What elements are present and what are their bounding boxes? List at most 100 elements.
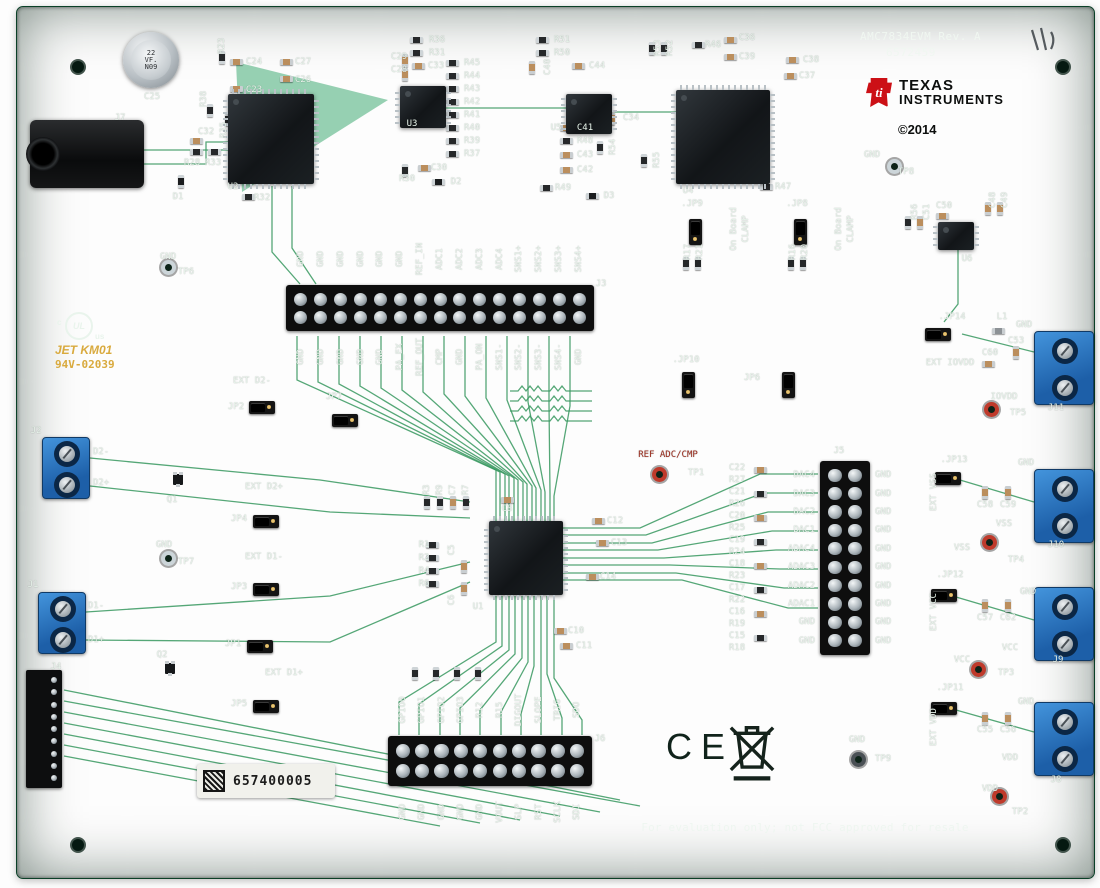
screw-slot xyxy=(1060,345,1070,356)
silkscreen-label: C21 xyxy=(728,487,746,497)
silkscreen-label: R55 xyxy=(652,151,662,169)
silkscreen-label: J6 xyxy=(594,734,606,744)
silkscreen-label: C29 xyxy=(390,52,408,62)
silkscreen-label: C15 xyxy=(728,631,746,641)
evaluation-notice: For evaluation only; not FCC approved fo… xyxy=(641,821,969,834)
silkscreen-label: GND xyxy=(875,507,892,517)
jumper-shunt xyxy=(927,329,941,339)
board-title-block: AMC7834EVM Rev. A 6572459 xyxy=(860,30,981,59)
capacitor-marking: VF. xyxy=(144,55,158,64)
silkscreen-label: EXT D2+ xyxy=(245,482,283,492)
transistor-pad xyxy=(165,661,169,664)
silkscreen-label: GND xyxy=(875,488,892,499)
jumper xyxy=(793,219,807,245)
silkscreen-label: EXT VDD xyxy=(929,708,939,746)
capacitor-smd xyxy=(1005,598,1011,612)
jumper-shunt xyxy=(249,641,263,651)
silkscreen-label: R27 xyxy=(728,475,746,485)
silkscreen-label: On Board xyxy=(729,207,739,251)
test-point xyxy=(971,662,986,677)
jumper-shunt xyxy=(795,221,805,235)
silkscreen-label: ADAC4 xyxy=(787,543,815,554)
silkscreen-label: C8 xyxy=(501,504,513,514)
jumper-pin xyxy=(350,418,354,422)
silkscreen-label: C18 xyxy=(728,559,746,569)
header-pin xyxy=(434,743,449,759)
ic-pins xyxy=(493,595,559,600)
silkscreen-label: GND xyxy=(335,348,346,366)
resistor-smd xyxy=(437,495,443,509)
jumper-shunt xyxy=(255,516,269,526)
test-point xyxy=(887,159,902,174)
silkscreen-label: GND xyxy=(875,599,892,609)
capacitor-smd xyxy=(723,37,737,43)
capacitor-smd xyxy=(402,53,408,67)
header-pin xyxy=(413,310,427,324)
jet-label: JET KM01 xyxy=(55,343,113,357)
barcode-label: 657400005 xyxy=(197,764,335,798)
silkscreen-label: R20 xyxy=(800,243,810,261)
silkscreen-label: On Board xyxy=(834,207,844,251)
silkscreen-label: GND xyxy=(1019,587,1037,597)
silkscreen-label: .JP9 xyxy=(681,199,703,209)
silkscreen-label: VSS xyxy=(953,543,971,553)
ul-rating-label: 94V-02039 xyxy=(55,358,115,371)
header-pin xyxy=(828,505,842,519)
silkscreen-label: SLOPE xyxy=(533,696,544,724)
resistor-smd xyxy=(241,194,255,200)
resistor-smd xyxy=(691,42,705,48)
ic-pins xyxy=(561,98,566,130)
silkscreen-label: U2 xyxy=(227,182,239,192)
screw-terminal-block xyxy=(1034,469,1094,543)
silkscreen-label: R9 xyxy=(435,484,445,496)
pin1-dot xyxy=(494,526,500,532)
silkscreen-label: C48 xyxy=(988,191,998,209)
jumper-shunt xyxy=(255,701,269,711)
capacitor-smd xyxy=(529,60,535,74)
ic-pins xyxy=(974,226,979,246)
resistor-smd xyxy=(445,86,459,92)
header-pin xyxy=(512,310,526,324)
silkscreen-label: L1 xyxy=(996,312,1008,322)
silkscreen-label: C43 xyxy=(576,150,594,160)
header-pin xyxy=(413,292,427,306)
silkscreen-label: R38 xyxy=(199,90,209,108)
silkscreen-label: GND xyxy=(574,348,585,366)
resistor-smd xyxy=(800,256,806,270)
connector-pin xyxy=(51,750,57,757)
silkscreen-label: C59 xyxy=(999,500,1017,510)
header-pin xyxy=(848,597,862,611)
silkscreen-label: GND xyxy=(454,348,465,366)
silkscreen-label: C27 xyxy=(294,57,312,67)
resistor-smd xyxy=(641,153,647,167)
silkscreen-label: C7 xyxy=(448,484,458,496)
silkscreen-label: C49 xyxy=(1000,191,1010,209)
capacitor-smd xyxy=(559,643,573,649)
silkscreen-label: D1+ xyxy=(87,635,105,645)
resistor-smd xyxy=(649,41,655,55)
silkscreen-label: J2 xyxy=(30,426,42,436)
header-pin xyxy=(570,763,585,779)
resistor-smd xyxy=(445,151,459,157)
ic-pins xyxy=(232,89,310,94)
screw-terminal-block xyxy=(1034,702,1094,776)
silkscreen-label: GND xyxy=(159,252,177,262)
transistor-pad xyxy=(171,661,175,664)
jumper-pin xyxy=(786,390,790,394)
silkscreen-label: C6 xyxy=(447,594,457,606)
silkscreen-label: GND xyxy=(1017,458,1035,468)
header-pin xyxy=(373,292,387,306)
silkscreen-label: C14 xyxy=(599,572,617,582)
silkscreen-label: GND xyxy=(1017,697,1035,707)
ic-chip xyxy=(395,86,451,128)
silkscreen-label: C37 xyxy=(798,71,816,81)
jumper xyxy=(688,219,702,245)
silkscreen-label: U1 xyxy=(472,602,484,612)
terminal-screw xyxy=(55,600,71,617)
silkscreen-label: TP6 xyxy=(177,267,195,277)
silkscreen-label: GND xyxy=(455,803,466,821)
jumper-pin xyxy=(943,332,947,336)
header-pin xyxy=(493,310,507,324)
header-pin xyxy=(294,310,308,324)
